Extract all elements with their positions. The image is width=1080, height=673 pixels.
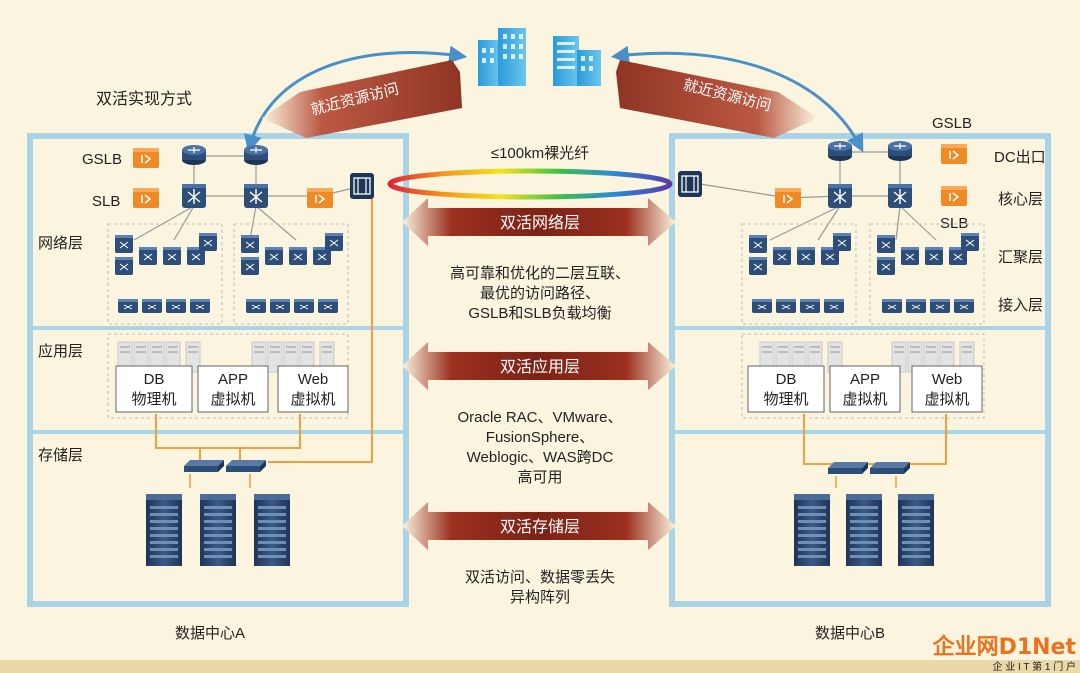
dc-a-app-layer-label: 应用层 (38, 342, 83, 360)
dc-a-network-layer-label: 网络层 (38, 235, 83, 252)
dc-a-router-2-icon (243, 144, 269, 166)
dc-a-firewall-icon (349, 172, 375, 200)
application-desc-line-2: FusionSphere、 (486, 429, 594, 446)
dc-a-slb-device-2-icon (306, 187, 334, 209)
application-desc-line-4: 高可用 (517, 469, 562, 486)
application-desc-line-1: Oracle RAC、VMware、 (457, 409, 622, 426)
network-desc-line-2: 最优的访问路径、 (480, 285, 600, 302)
dc-b-name: 数据中心B (815, 625, 885, 642)
dc-b-core-switch-1-icon (827, 183, 853, 209)
dc-b-contents: GSLB DC出口 核心层 SLB 汇聚层 接入层 (677, 115, 1046, 642)
dc-b-aggregation-label: 汇聚层 (998, 249, 1043, 266)
active-application-arrow: 双活应用层 (402, 342, 676, 390)
dc-b-storage-switch-2-icon (870, 462, 910, 474)
dc-a-db-line1: DB (144, 371, 165, 388)
dc-a-slb-label: SLB (92, 193, 120, 210)
dc-b-gslb-label: GSLB (932, 115, 972, 132)
dc-b-db-box: DB 物理机 (747, 365, 825, 413)
dc-a-db-box: DB 物理机 (115, 365, 193, 413)
dc-a-core-switch-2-icon (243, 183, 269, 209)
dc-b-storage-rack-1-icon (794, 494, 830, 566)
dc-b-db-line1: DB (776, 371, 797, 388)
dc-b-firewall-icon (677, 170, 703, 198)
dc-b-storage-rack-2-icon (846, 494, 882, 566)
dc-b-router-1-icon (827, 140, 853, 162)
dc-a-core-switch-1-icon (181, 183, 207, 209)
dc-a-storage-rack-3-icon (254, 494, 290, 566)
dc-a-storage-switch-1-icon (184, 460, 224, 472)
dc-b-slb-device-2-icon (940, 185, 968, 207)
active-application-label: 双活应用层 (500, 357, 580, 376)
dc-a-storage-rack-2-icon (200, 494, 236, 566)
network-desc-line-3: GSLB和SLB负载均衡 (468, 305, 611, 322)
dc-a-storage-rack-1-icon (146, 494, 182, 566)
dc-b-app-box: APP 虚拟机 (829, 365, 901, 413)
near-access-arrow-left: 就近资源访问 (262, 60, 462, 138)
dc-b-storage-rack-3-icon (898, 494, 934, 566)
dc-a-contents: GSLB SLB 网络层 应用层 存储层 (38, 144, 375, 642)
dc-a-gslb-device-icon (132, 147, 160, 169)
fiber-link-ring (387, 168, 673, 200)
dc-a-slb-device-icon (132, 187, 160, 209)
office-buildings-icon (478, 28, 601, 86)
dc-a-db-line2: 物理机 (131, 391, 176, 408)
dc-a-web-box: Web 虚拟机 (277, 365, 349, 413)
dc-b-access-label: 接入层 (998, 297, 1043, 314)
dc-a-storage-switch-2-icon (226, 460, 266, 472)
dc-b-web-line1: Web (932, 371, 963, 388)
dc-a-gslb-label: GSLB (82, 151, 122, 168)
arc-b-to-users (610, 45, 864, 153)
dc-b-slb-device-1-icon (774, 187, 802, 209)
active-storage-label: 双活存储层 (500, 518, 580, 536)
arc-a-to-users (244, 45, 468, 153)
dc-b-app-line2: 虚拟机 (842, 391, 887, 408)
dc-b-web-box: Web 虚拟机 (911, 365, 983, 413)
storage-desc-line-2: 异构阵列 (510, 589, 570, 606)
storage-desc-line-1: 双活访问、数据零丢失 (465, 569, 615, 586)
network-desc-line-1: 高可靠和优化的二层互联、 (450, 265, 630, 282)
dc-b-core-switch-2-icon (887, 183, 913, 209)
active-network-label: 双活网络层 (500, 213, 580, 232)
dc-b-core-label: 核心层 (998, 191, 1043, 208)
dc-a-storage-layer-label: 存储层 (38, 447, 83, 464)
fiber-label: ≤100km裸光纤 (491, 145, 589, 162)
dc-a-web-line2: 虚拟机 (290, 391, 335, 408)
dc-a-app-box: APP 虚拟机 (197, 365, 269, 413)
watermark-logo: 企业网D1Net 企 业 I T 第 1 门 户 (932, 634, 1077, 673)
bottom-band (0, 660, 1080, 673)
diagram-title: 双活实现方式 (96, 90, 192, 108)
dc-a-app-line2: 虚拟机 (210, 391, 255, 408)
near-access-arrow-right: 就近资源访问 (616, 60, 818, 138)
dc-a-router-1-icon (181, 144, 207, 166)
active-storage-arrow: 双活存储层 (402, 502, 676, 550)
watermark-logo-text: 企业网D1Net (932, 634, 1077, 660)
dc-b-web-line2: 虚拟机 (924, 391, 969, 408)
dc-b-storage-switch-1-icon (828, 462, 868, 474)
dc-a-web-line1: Web (298, 371, 329, 388)
dc-b-router-2-icon (887, 140, 913, 162)
dc-b-gslb-device-icon (940, 143, 968, 165)
dc-a-app-line1: APP (218, 371, 248, 388)
dc-b-dc-exit-label: DC出口 (994, 149, 1046, 166)
application-desc-line-3: Weblogic、WAS跨DC (467, 449, 614, 466)
active-network-arrow: 双活网络层 (402, 198, 676, 246)
dc-b-db-line2: 物理机 (763, 391, 808, 408)
watermark-subtitle: 企 业 I T 第 1 门 户 (992, 660, 1076, 673)
dc-a-name: 数据中心A (175, 625, 245, 642)
dc-b-app-line1: APP (850, 371, 880, 388)
